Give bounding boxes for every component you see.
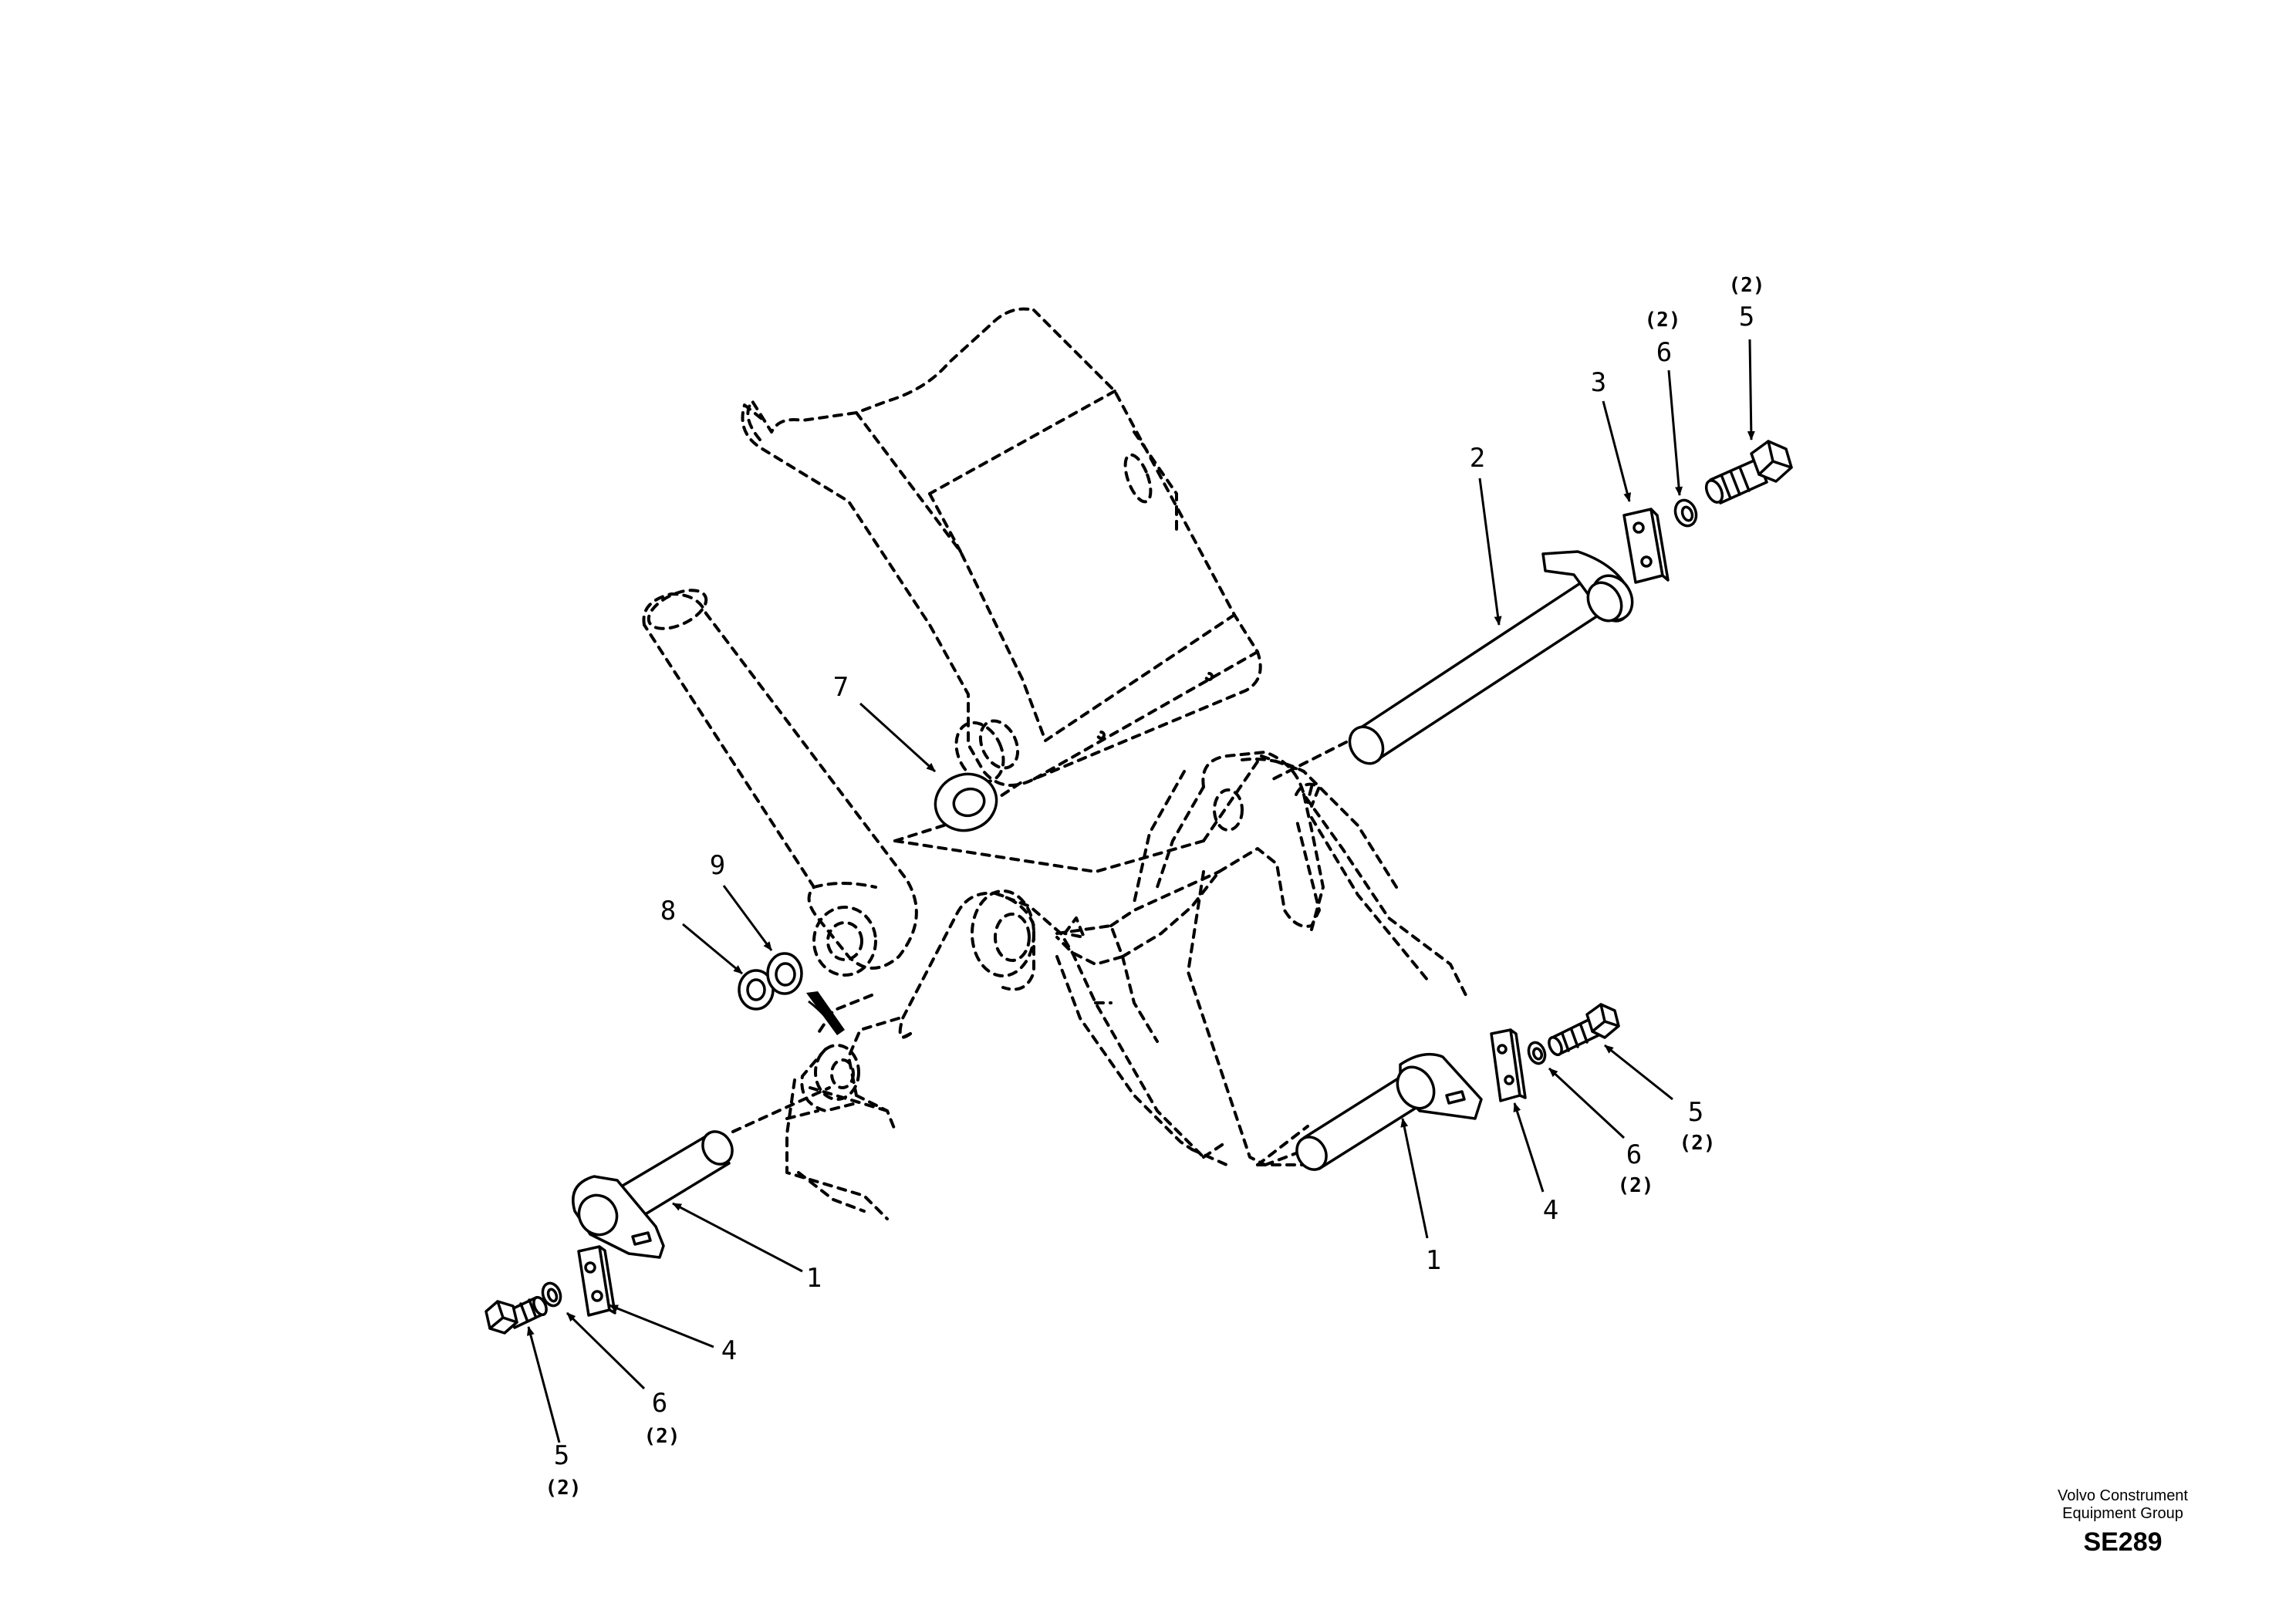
- callout-item-9: 9: [710, 850, 725, 881]
- pin-2: [1348, 550, 1634, 765]
- phantom-bucket: [741, 307, 1262, 787]
- figure-stamp: Volvo Construment Equipment Group SE289: [2058, 1487, 2188, 1558]
- callout-item-7: 7: [833, 672, 849, 703]
- callout-item-4-right: 4: [1543, 1195, 1558, 1226]
- washer-8: [738, 969, 775, 1011]
- callout-labels: 2 3 (2) 6 (2) 5 7 8 9 1 4 6 (2) 5 (2) 1 …: [545, 274, 1765, 1500]
- callout-qty-5-top: (2): [1729, 274, 1765, 297]
- callout-item-8: 8: [660, 896, 676, 926]
- callout-item-2: 2: [1470, 443, 1485, 474]
- lock-washer-6-top: [1673, 498, 1698, 528]
- callout-item-3: 3: [1591, 367, 1606, 398]
- callout-item-4-left: 4: [721, 1335, 737, 1366]
- lock-plate-3: [1622, 508, 1670, 584]
- callout-qty-5-right: (2): [1680, 1132, 1716, 1155]
- callout-qty-6-right: (2): [1618, 1174, 1654, 1197]
- callout-item-6-top: 6: [1656, 337, 1672, 368]
- callout-qty-6-left: (2): [644, 1425, 680, 1448]
- callout-item-5-top: 5: [1739, 302, 1754, 332]
- maker-line-2: Equipment Group: [2062, 1505, 2183, 1522]
- lock-washer-6-left: [541, 1281, 562, 1308]
- figure-code: SE289: [2083, 1527, 2163, 1557]
- alignment-dashes: [731, 741, 1348, 1166]
- bolt-5-left: [485, 1295, 548, 1335]
- callout-item-1-left: 1: [806, 1263, 822, 1294]
- lock-plate-4-right: [1490, 1028, 1527, 1102]
- lock-plate-4-left: [577, 1245, 616, 1317]
- callout-qty-6-top: (2): [1645, 309, 1681, 332]
- callout-item-6-left: 6: [652, 1388, 667, 1419]
- pin-1-left: [572, 1130, 734, 1259]
- bolt-5-top: [1704, 440, 1793, 505]
- lock-washer-6-right: [1527, 1041, 1547, 1065]
- washer-7: [934, 772, 998, 832]
- callout-item-5-left: 5: [554, 1440, 569, 1471]
- phantom-arm-cylinder: [642, 589, 918, 977]
- callout-qty-5-left: (2): [545, 1477, 582, 1500]
- callout-item-1-right: 1: [1426, 1245, 1441, 1276]
- callout-item-6-right: 6: [1626, 1139, 1642, 1170]
- phantom-linkage: [785, 751, 1467, 1220]
- washer-9: [766, 952, 803, 995]
- maker-line-1: Volvo Construment: [2058, 1487, 2188, 1504]
- callout-item-5-right: 5: [1688, 1097, 1703, 1128]
- pin-1-right: [1295, 1052, 1483, 1171]
- bolt-5-right: [1548, 1003, 1620, 1057]
- leader-arrows: [527, 339, 1755, 1443]
